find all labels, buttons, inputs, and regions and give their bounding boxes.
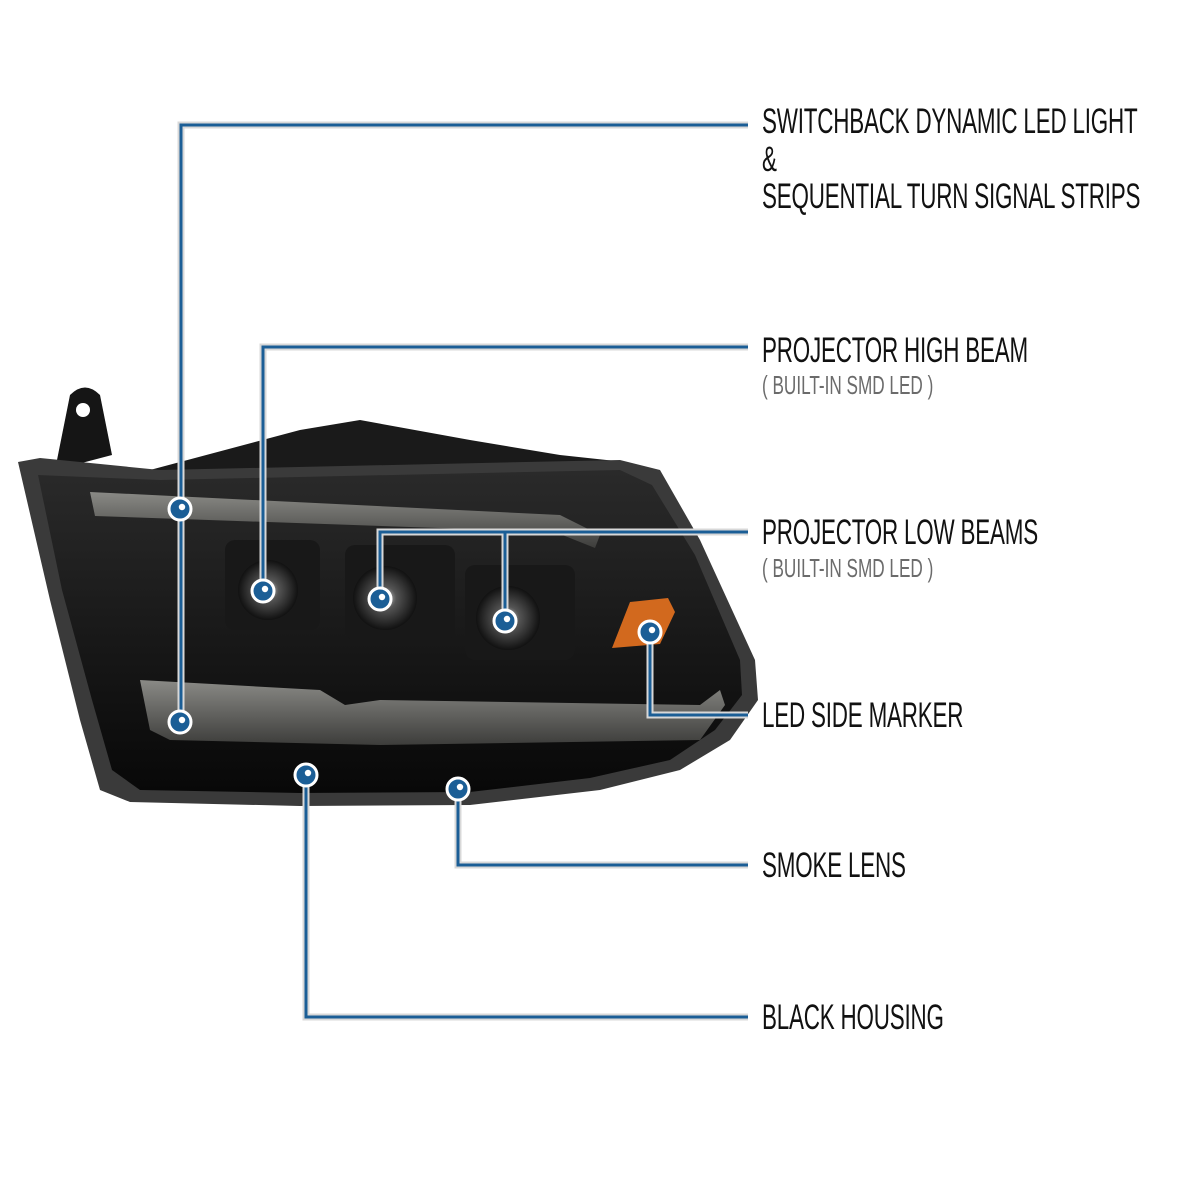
callout-dot-highlight (378, 593, 386, 601)
label-high-beam: PROJECTOR HIGH BEAM (762, 331, 1029, 370)
callout-line-housing (304, 775, 748, 1019)
label-switchback-line3: SEQUENTIAL TURN SIGNAL STRIPS (762, 177, 1141, 216)
callout-lines (177, 121, 748, 1021)
callout-dot-highlight (456, 783, 464, 791)
label-side-marker: LED SIDE MARKER (762, 696, 964, 735)
label-low-beams-note: ( BUILT-IN SMD LED ) (762, 553, 934, 583)
mounting-tab (55, 387, 112, 470)
label-black-housing: BLACK HOUSING (762, 998, 944, 1037)
label-smoke-lens: SMOKE LENS (762, 846, 906, 885)
callout-dot-highlight (178, 716, 186, 724)
label-low-beams: PROJECTOR LOW BEAMS (762, 513, 1038, 552)
lower-led-strip (140, 680, 725, 745)
upper-led-strip (90, 492, 600, 548)
callout-dot-highlight (503, 615, 511, 623)
callout-dot-highlight (178, 503, 186, 511)
callout-line-switchback (179, 123, 748, 722)
callout-dot-highlight (648, 626, 656, 634)
callout-line-side-marker (648, 632, 748, 717)
callout-line-high-beam (261, 345, 748, 591)
label-high-beam-note: ( BUILT-IN SMD LED ) (762, 370, 934, 400)
callout-dot-highlight (261, 585, 269, 593)
label-switchback-line1: SWITCHBACK DYNAMIC LED LIGHT (762, 102, 1138, 141)
label-switchback-line2: & (762, 140, 777, 179)
callout-line-low-beams (378, 530, 748, 621)
callout-dots (167, 496, 663, 802)
callout-dot-highlight (304, 769, 312, 777)
callout-line-smoke-lens (456, 789, 748, 867)
